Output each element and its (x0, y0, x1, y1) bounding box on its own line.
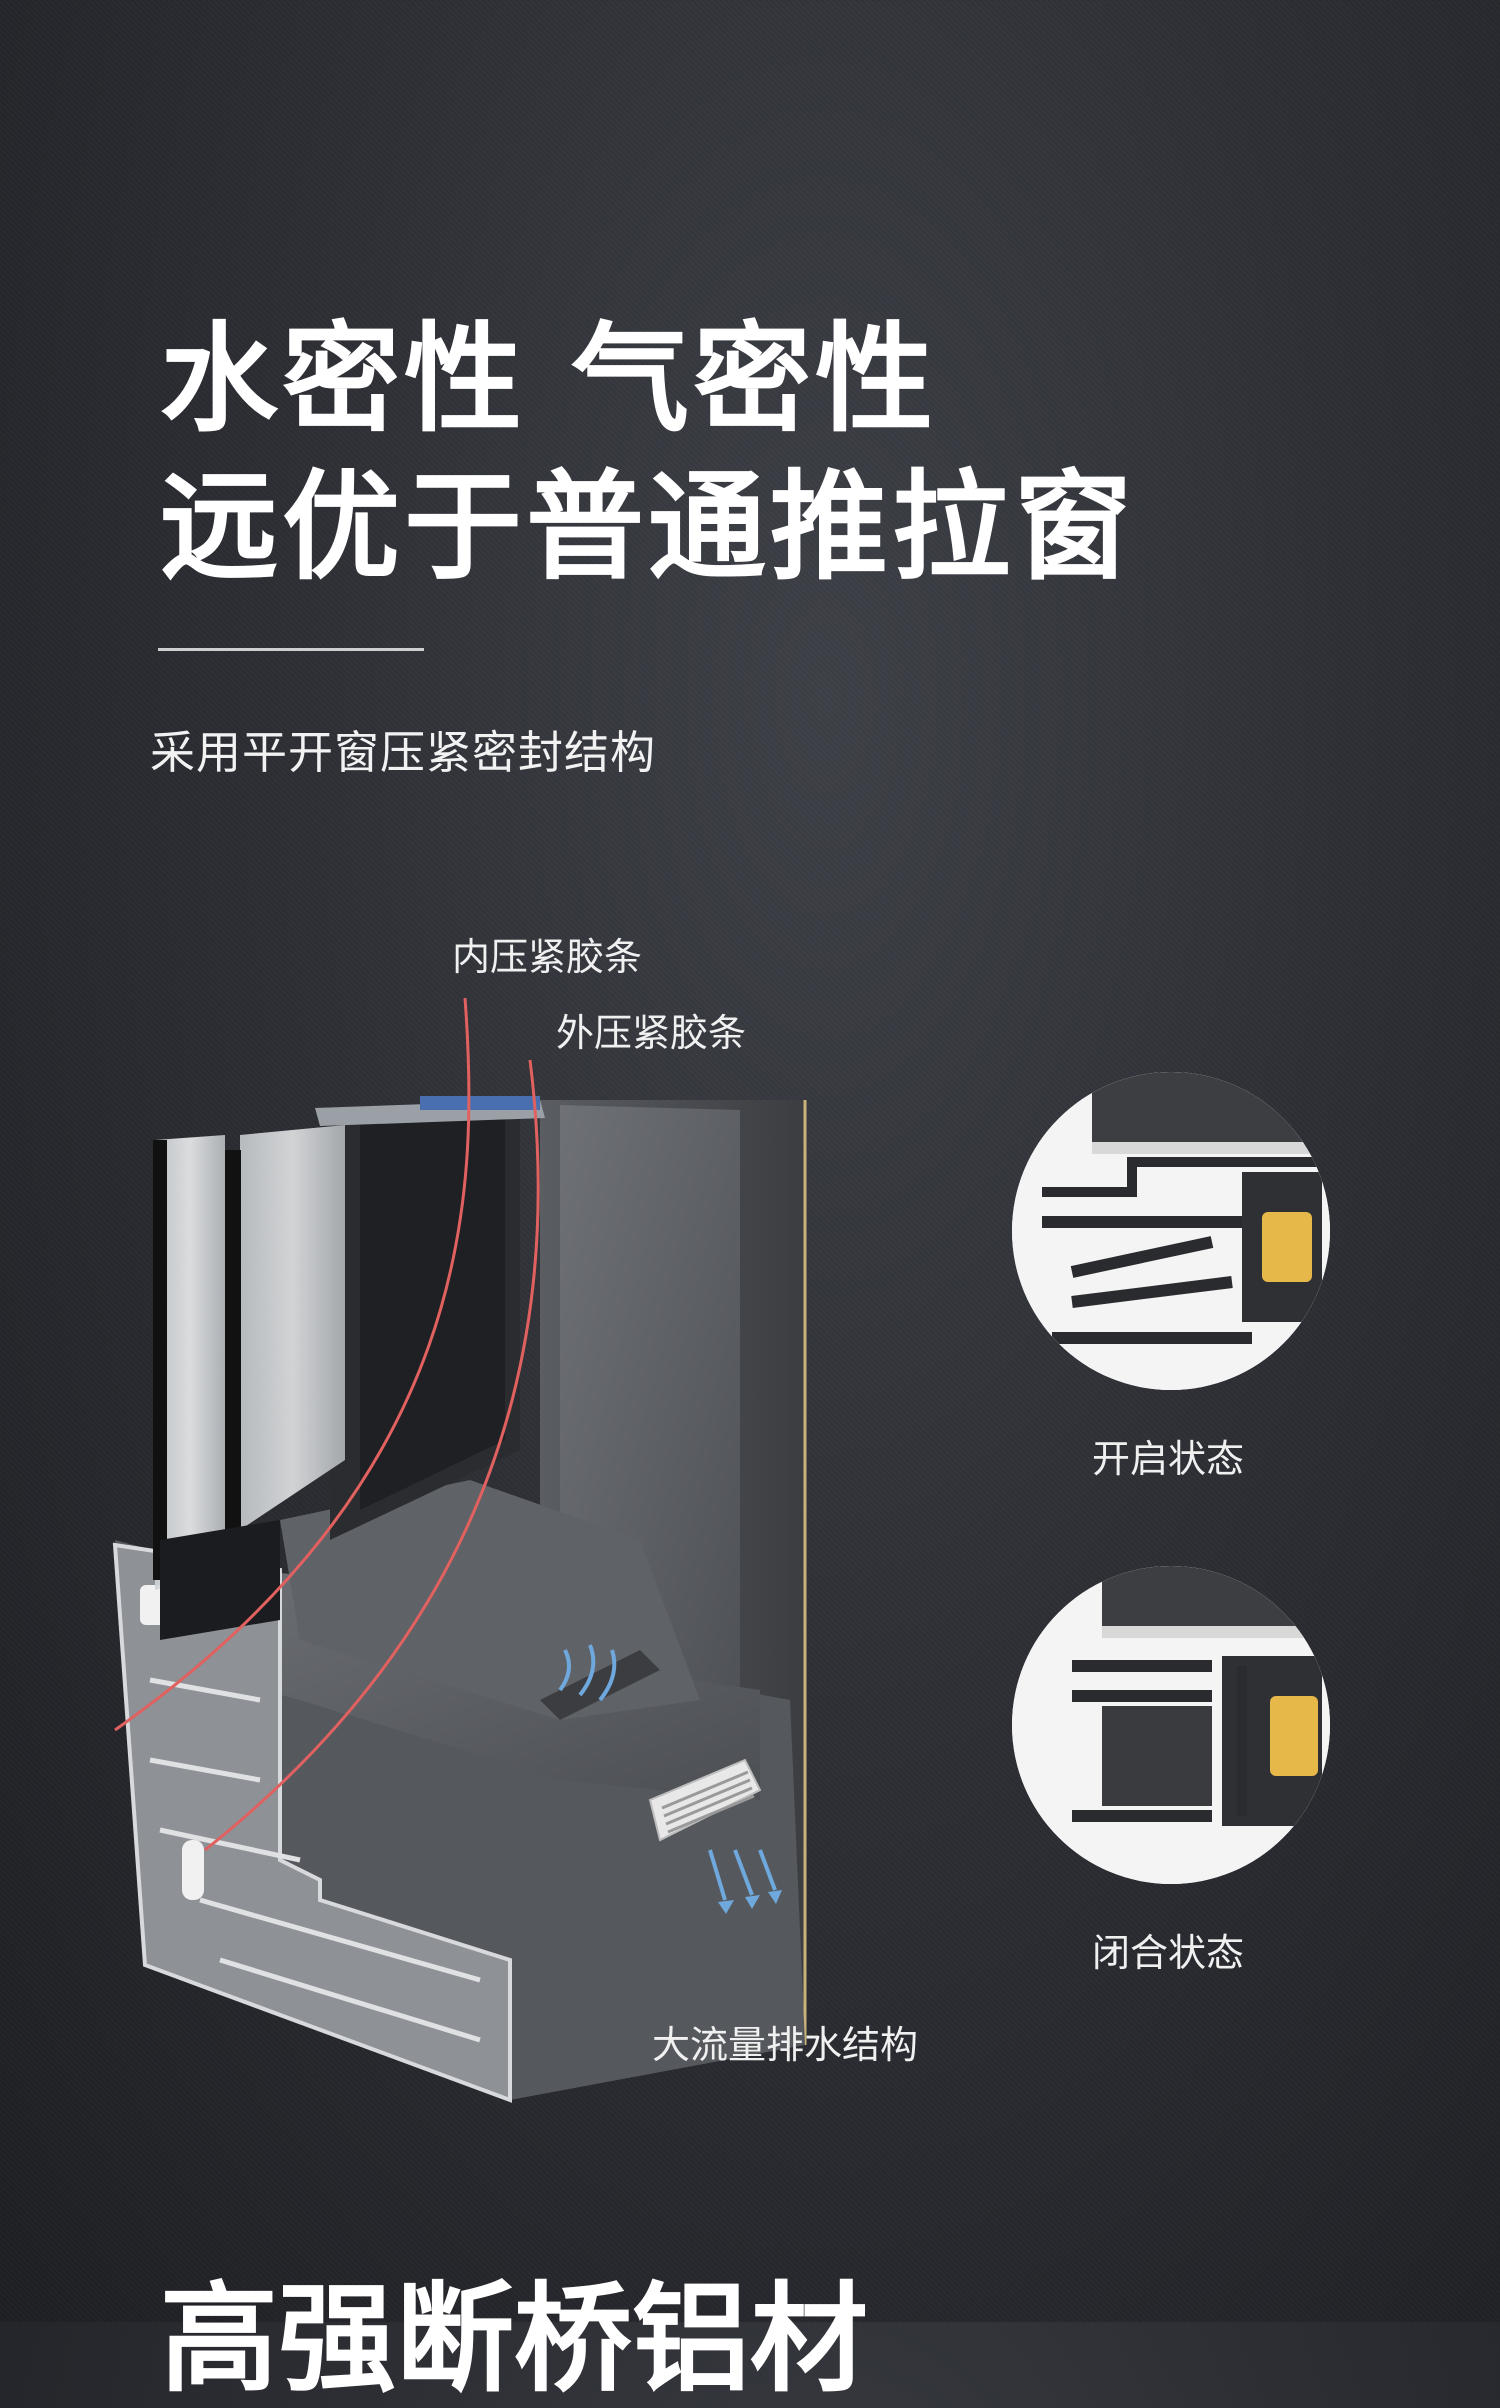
outer-gasket-callout-line (204, 1059, 540, 1852)
inner-gasket-callout-line (114, 997, 471, 1732)
headline-line-2: 远优于普通推拉窗 (160, 458, 1137, 596)
subtitle: 采用平开窗压紧密封结构 (150, 726, 657, 779)
water-flow-arrows (558, 1644, 777, 1901)
next-section-heading: 高强断桥铝材 (160, 2270, 869, 2408)
closed-state-label: 闭合状态 (1092, 1931, 1245, 1975)
glass-pane-inner (240, 1125, 345, 1530)
headline-line-1: 水密性 气密性 (160, 310, 938, 448)
outer-gasket-label: 外压紧胶条 (556, 1011, 747, 1055)
drainage-structure-label: 大流量排水结构 (652, 2023, 919, 2067)
divider (158, 648, 424, 651)
closed-state-detail-image (1012, 1566, 1330, 1884)
glass-pane-outer (155, 1135, 225, 1590)
open-state-label: 开启状态 (1092, 1437, 1245, 1481)
window-profile-illustration (112, 997, 807, 2103)
inner-gasket-label: 内压紧胶条 (452, 935, 643, 979)
drain-grille (540, 1650, 762, 1842)
open-state-detail-image (1012, 1072, 1330, 1390)
